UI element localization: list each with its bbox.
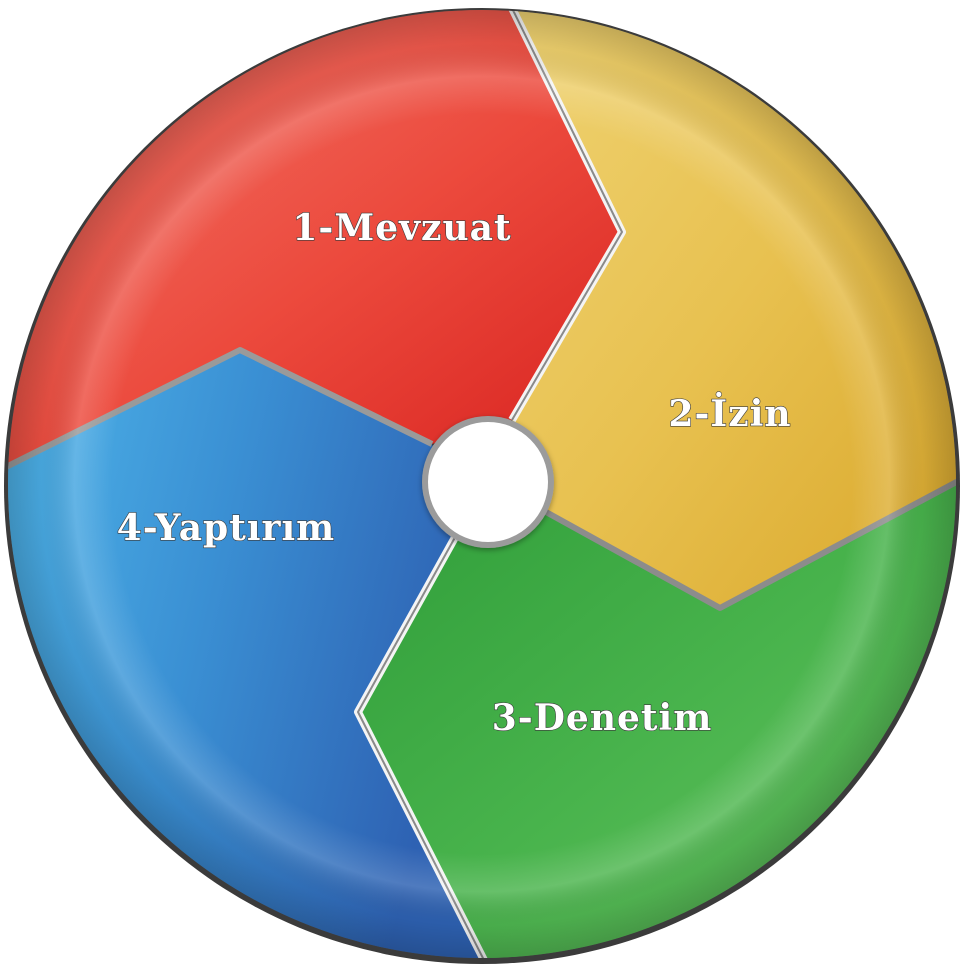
- center-hub: [428, 422, 548, 542]
- label-yaptirim: 4-Yaptırım: [117, 507, 335, 549]
- label-denetim: 3-Denetim: [492, 697, 713, 739]
- label-izin: 2-İzin: [668, 392, 791, 435]
- label-mevzuat: 1-Mevzuat: [292, 207, 511, 249]
